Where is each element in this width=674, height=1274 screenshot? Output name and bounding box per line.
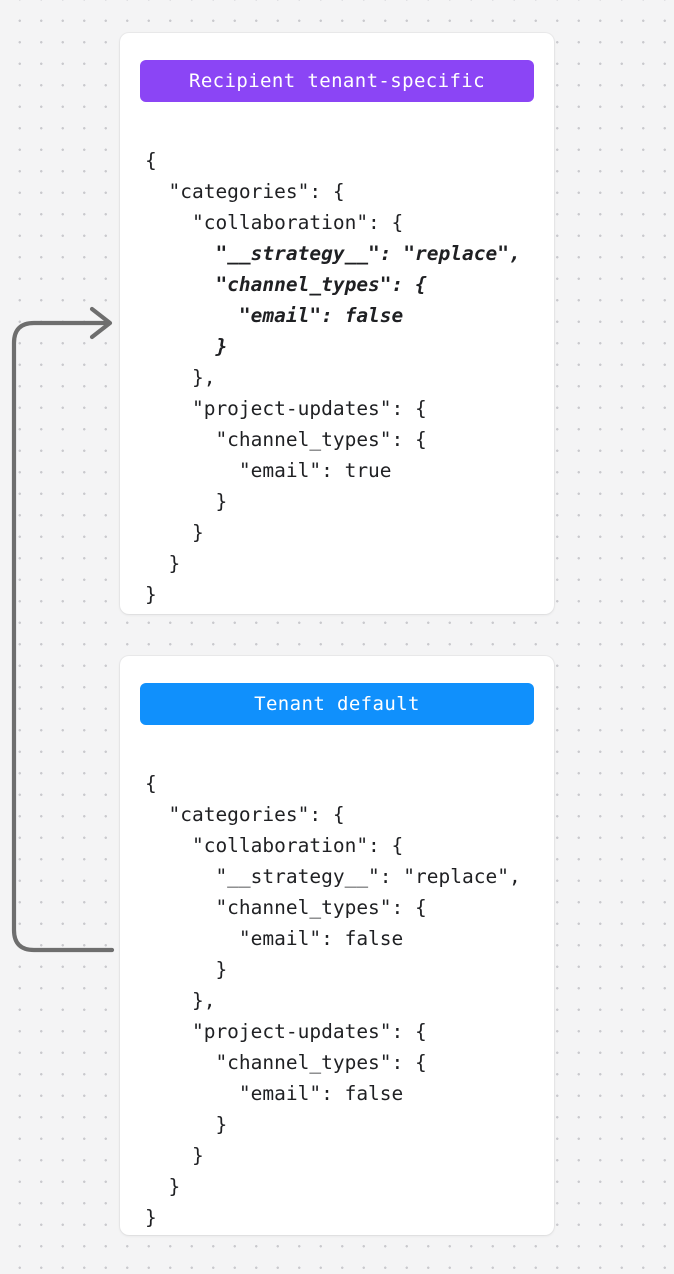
card-recipient-tenant-specific: Recipient tenant-specific { "categories"… — [120, 33, 554, 614]
code-line: "email": false — [145, 1081, 404, 1105]
card-header-tenant-default: Tenant default — [140, 683, 534, 725]
code-line: "collaboration": { — [145, 210, 404, 234]
code-line: }, — [145, 365, 216, 389]
code-line: } — [145, 489, 228, 513]
code-line: } — [145, 1174, 181, 1198]
code-line: "categories": { — [145, 802, 345, 826]
code-line: "__strategy__": "replace", — [145, 241, 521, 265]
code-content-tenant-default: { "categories": { "collaboration": { "__… — [145, 768, 540, 1233]
code-line: "channel_types": { — [145, 427, 427, 451]
code-line: } — [145, 582, 157, 606]
arrowhead-icon — [89, 306, 113, 340]
code-line: "email": false — [145, 303, 404, 327]
code-block-tenant-default: { "categories": { "collaboration": { "__… — [145, 768, 540, 1233]
code-line: "email": true — [145, 458, 392, 482]
code-line: "channel_types": { — [145, 895, 427, 919]
code-line: { — [145, 771, 157, 795]
code-content-recipient: { "categories": { "collaboration": { "__… — [145, 145, 540, 610]
code-line: } — [145, 1143, 204, 1167]
code-line: "__strategy__": "replace", — [145, 864, 521, 888]
card-header-recipient: Recipient tenant-specific — [140, 60, 534, 102]
code-line: } — [145, 334, 228, 358]
code-line: } — [145, 957, 228, 981]
code-line: } — [145, 1205, 157, 1229]
code-line: "channel_types": { — [145, 1050, 427, 1074]
code-line: }, — [145, 988, 216, 1012]
code-line: "channel_types": { — [145, 272, 427, 296]
arrow-path — [11, 320, 115, 953]
code-line: "categories": { — [145, 179, 345, 203]
code-block-recipient: { "categories": { "collaboration": { "__… — [145, 145, 540, 610]
connector-arrow — [11, 306, 115, 953]
code-line: "project-updates": { — [145, 396, 427, 420]
code-line: "project-updates": { — [145, 1019, 427, 1043]
code-line: } — [145, 520, 204, 544]
code-line: } — [145, 1112, 228, 1136]
code-line: "email": false — [145, 926, 404, 950]
code-line: } — [145, 551, 181, 575]
card-header-label-recipient: Recipient tenant-specific — [189, 69, 485, 92]
card-tenant-default: Tenant default { "categories": { "collab… — [120, 656, 554, 1235]
code-line: "collaboration": { — [145, 833, 404, 857]
card-header-label-tenant-default: Tenant default — [254, 692, 420, 715]
code-line: { — [145, 148, 157, 172]
